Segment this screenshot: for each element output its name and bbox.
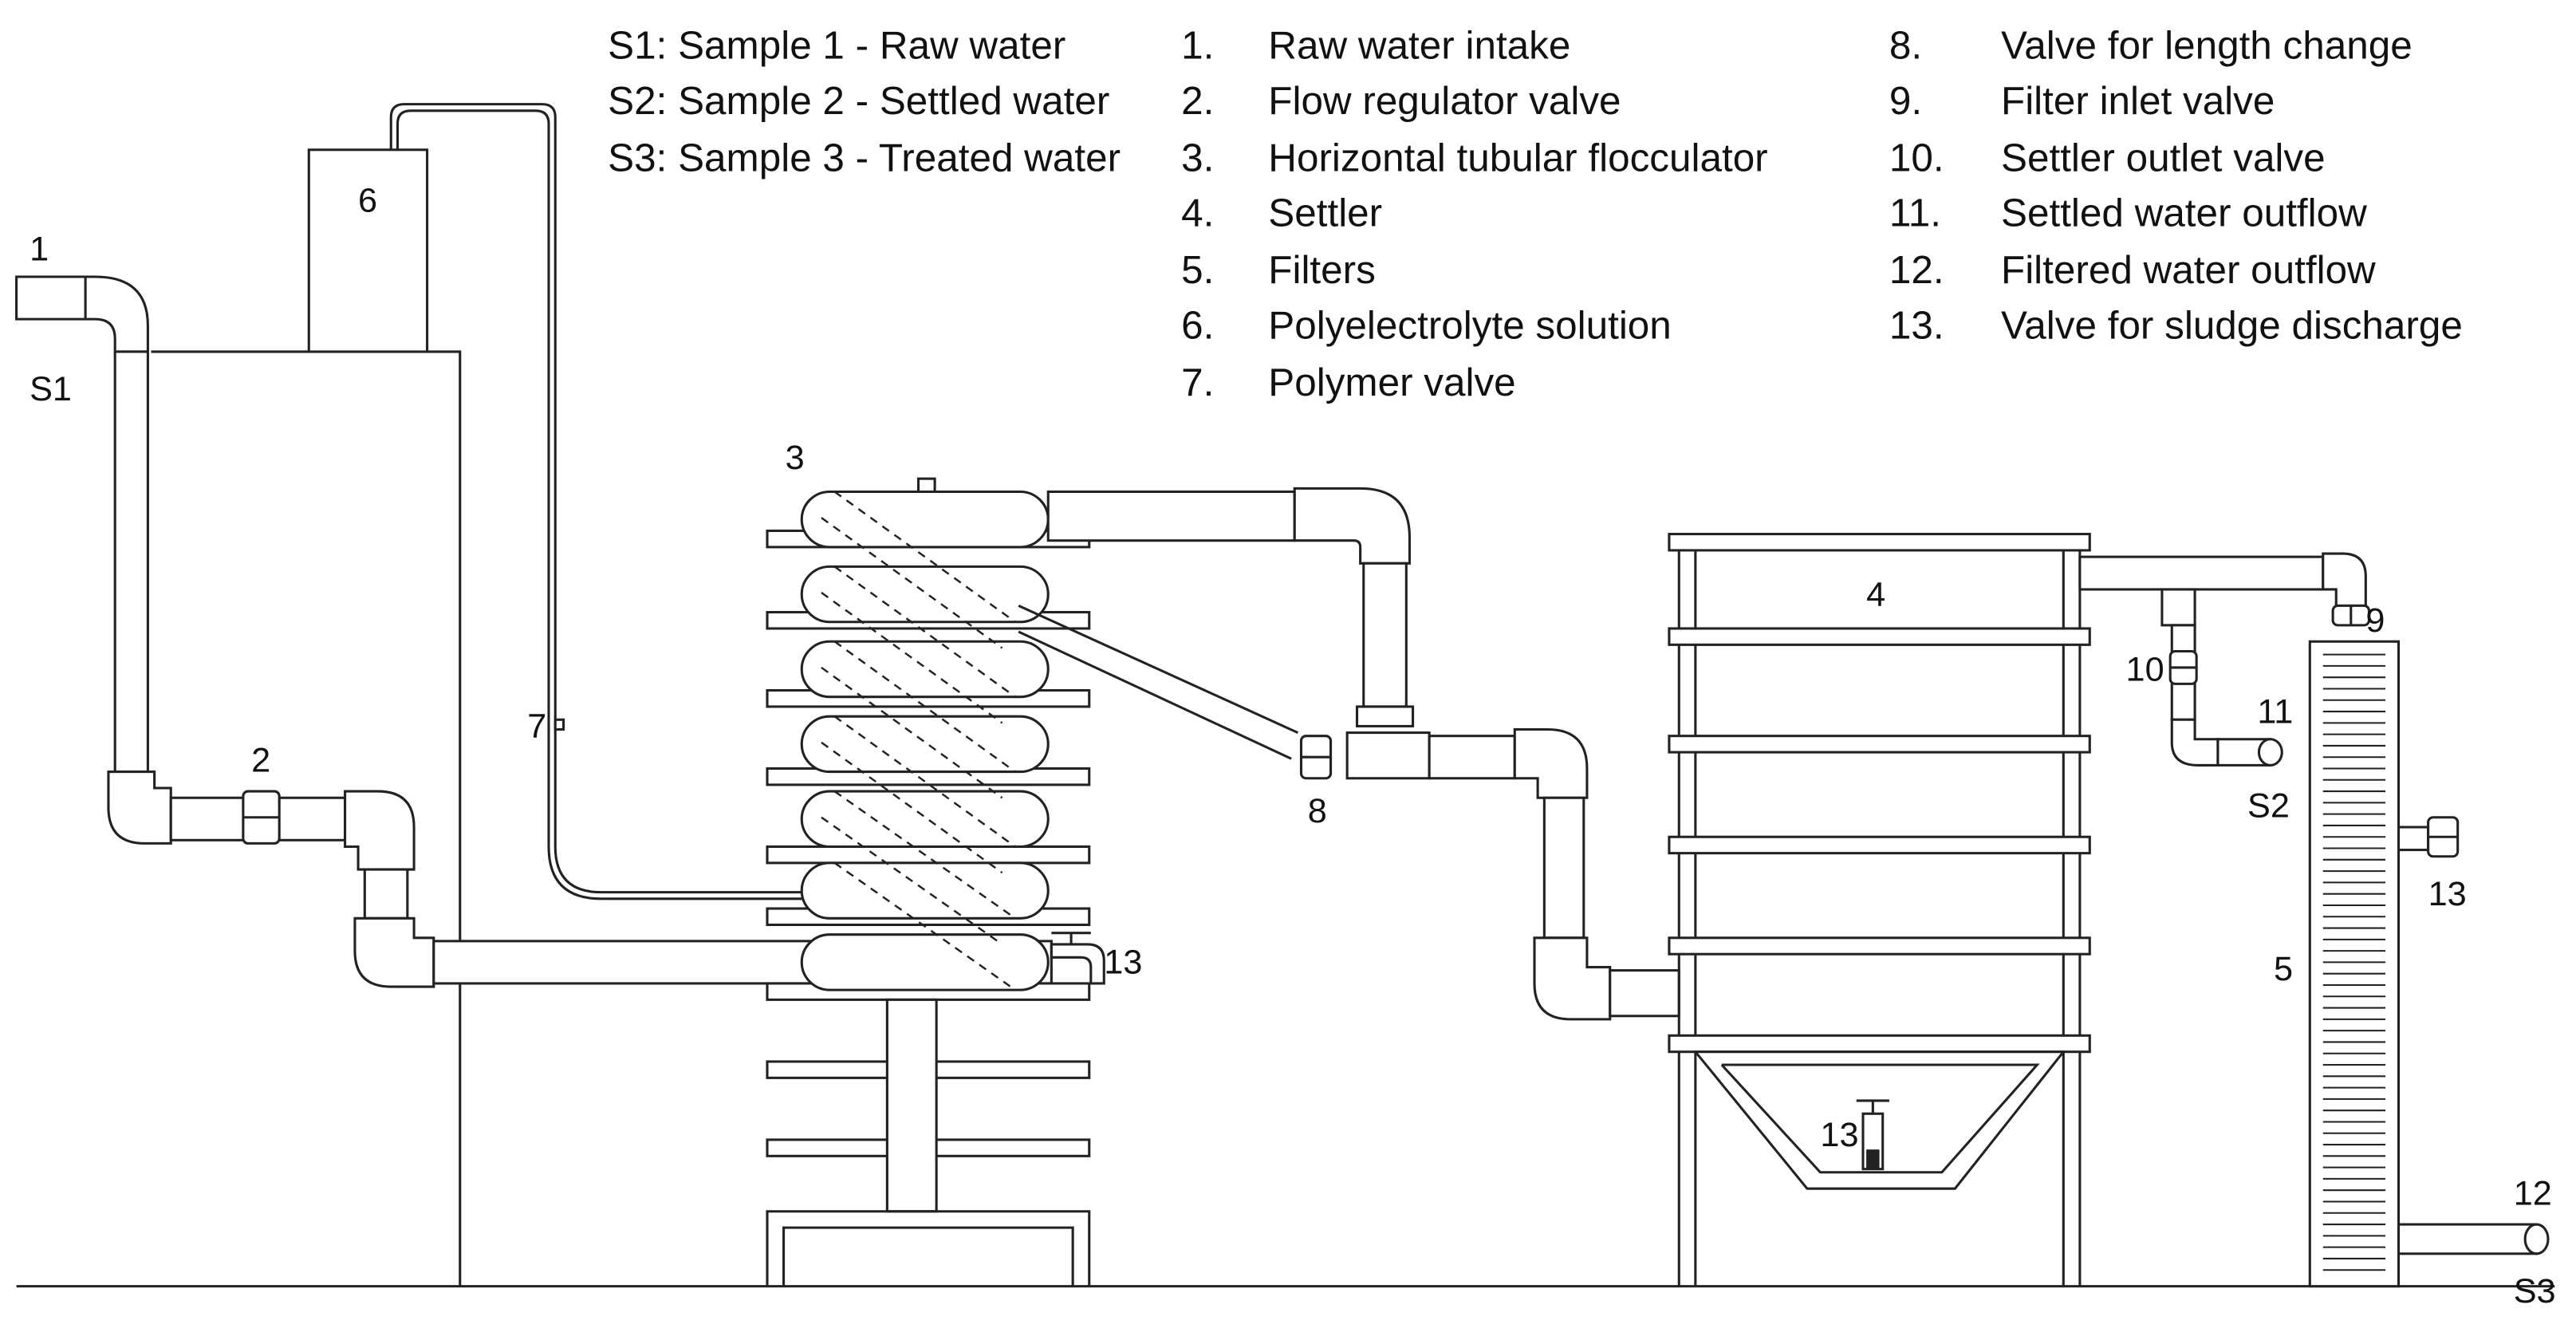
legend-item-13-text: Valve for sludge discharge — [2001, 304, 2463, 348]
settler-sludge-valve-label: 13 — [1820, 1116, 1858, 1154]
filter-media-ribs — [2322, 653, 2386, 1271]
settler-outlet-valve-label: 10 — [2126, 650, 2164, 688]
legend-item-9-number: 9. — [1889, 79, 1922, 123]
filter-sludge-valve — [2397, 816, 2460, 858]
length-change-valve — [1299, 735, 1333, 780]
filter-inlet-valve-label: 9 — [2365, 601, 2385, 640]
legend-item-6-text: Polyelectrolyte solution — [1268, 304, 1672, 348]
legend-item-8-text: Valve for length change — [2001, 24, 2413, 68]
flow-regulator-valve-label: 2 — [251, 742, 270, 780]
polymer-dosing-line — [389, 103, 805, 901]
sample-s3-label: S3 — [2514, 1272, 2556, 1310]
flocculator-sludge-tap-label: 13 — [1104, 944, 1142, 982]
legend-sample-3: S3: Sample 3 - Treated water — [608, 136, 1121, 180]
flocculator-label: 3 — [786, 439, 805, 477]
legend-item-5-number: 5. — [1181, 248, 1214, 292]
legend-item-7-number: 7. — [1181, 361, 1214, 404]
legend: S1: Sample 1 - Raw water S2: Sample 2 - … — [608, 24, 2463, 404]
legend-item-2-text: Flow regulator valve — [1268, 79, 1621, 123]
flocculator-outlet-pipe — [1018, 487, 1680, 1021]
legend-item-1-number: 1. — [1181, 24, 1214, 68]
legend-items-right: 8. Valve for length change 9. Filter inl… — [1889, 24, 2463, 348]
legend-item-8-number: 8. — [1889, 24, 1922, 68]
raw-water-intake-label: 1 — [30, 231, 49, 269]
legend-item-2-number: 2. — [1181, 79, 1214, 123]
polyelectrolyte-tank-label: 6 — [358, 182, 377, 220]
legend-item-11-number: 11. — [1889, 191, 1941, 235]
legend-items-left: 1. Raw water intake 2. Flow regulator va… — [1181, 24, 1768, 404]
settler-outlet-valve — [2168, 649, 2198, 685]
legend-samples: S1: Sample 1 - Raw water S2: Sample 2 - … — [608, 24, 1121, 180]
legend-item-5-text: Filters — [1268, 248, 1376, 292]
legend-item-7-text: Polymer valve — [1268, 361, 1515, 404]
legend-item-6-number: 6. — [1181, 304, 1214, 348]
polyelectrolyte-tank — [307, 148, 429, 353]
legend-item-4-number: 4. — [1181, 191, 1214, 235]
raw-water-intake-pipe — [15, 275, 172, 845]
filter-inlet-valve — [2331, 604, 2370, 627]
settled-outflow-label: 11 — [2257, 693, 2293, 731]
legend-item-10-number: 10. — [1889, 136, 1944, 180]
filtered-outflow-pipe — [2397, 1223, 2550, 1255]
legend-item-11-text: Settled water outflow — [2001, 191, 2367, 235]
settler-sludge-valve — [1856, 1099, 1889, 1171]
legend-item-12-number: 12. — [1889, 248, 1944, 292]
sample-s1-label: S1 — [30, 370, 72, 408]
legend-item-9-text: Filter inlet valve — [2001, 79, 2275, 123]
filtered-outflow-label: 12 — [2514, 1175, 2552, 1213]
settler-outlet-pipe — [2078, 552, 2367, 767]
length-change-valve-label: 8 — [1308, 792, 1327, 830]
settler-tank — [1668, 533, 2091, 1287]
flow-regulator-valve — [242, 790, 281, 845]
legend-item-3-number: 3. — [1181, 136, 1214, 180]
legend-item-13-number: 13. — [1889, 304, 1944, 348]
legend-item-10-text: Settler outlet valve — [2001, 136, 2326, 180]
legend-item-4-text: Settler — [1268, 191, 1382, 235]
legend-item-1-text: Raw water intake — [1268, 24, 1570, 68]
polymer-valve — [553, 718, 565, 731]
flocculator-coils — [800, 490, 1050, 991]
legend-sample-2: S2: Sample 2 - Settled water — [608, 79, 1109, 123]
legend-item-12-text: Filtered water outflow — [2001, 248, 2376, 292]
legend-item-3-text: Horizontal tubular flocculator — [1268, 136, 1767, 180]
legend-sample-1: S1: Sample 1 - Raw water — [608, 24, 1065, 68]
polymer-valve-label: 7 — [527, 707, 546, 746]
filter-sludge-valve-label: 13 — [2428, 875, 2467, 913]
flocculator-sludge-tap — [1050, 932, 1105, 985]
filter-column — [2308, 640, 2401, 1288]
settler-label: 4 — [1866, 576, 1885, 614]
filter-label: 5 — [2274, 950, 2293, 988]
sample-s2-label: S2 — [2247, 787, 2290, 826]
